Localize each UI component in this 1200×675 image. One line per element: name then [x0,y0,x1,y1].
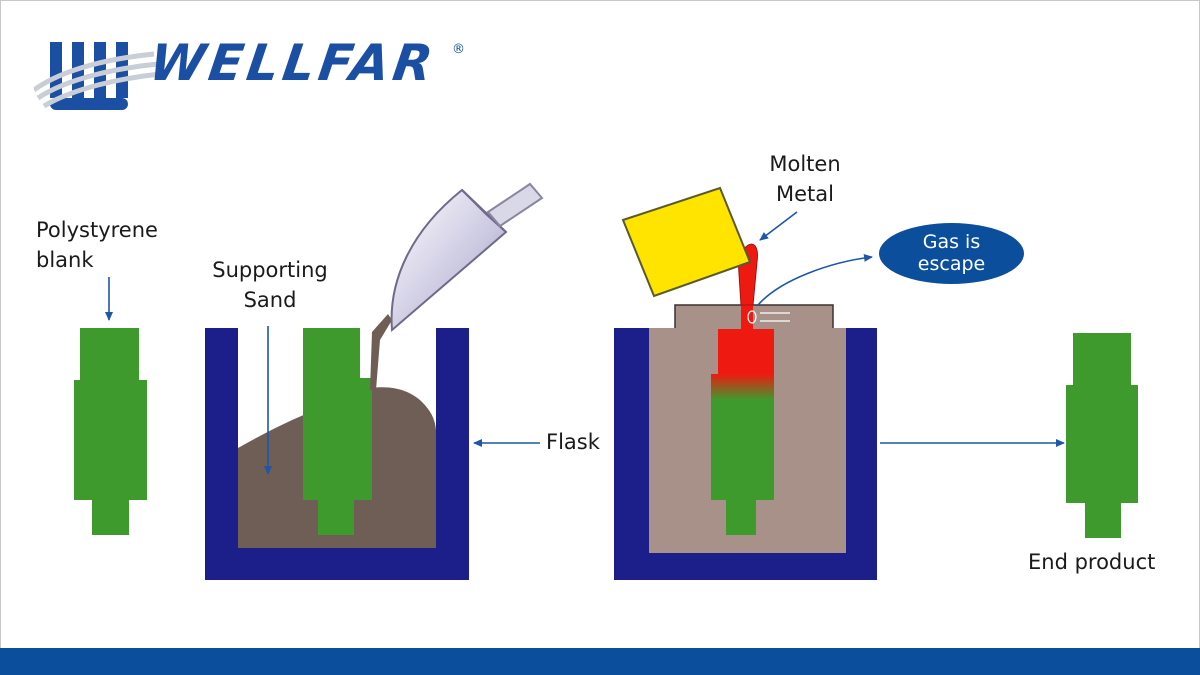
label-polystyrene-line2: blank [36,247,94,272]
melt-front [711,374,774,400]
gas-bubbles [747,310,790,324]
sand-scoop-icon [390,182,544,333]
registered-mark: ® [452,42,465,57]
label-molten-metal: Molten Metal [760,150,850,210]
sand-stream [370,314,392,390]
molten-cavity-top [718,329,774,379]
flask-with-sand [205,314,469,580]
arrow-gas-escape [757,253,873,306]
label-molten-line2: Metal [776,181,834,206]
label-polystyrene-blank: Polystyrene blank [36,216,158,276]
pouring-cup-lid [674,304,834,331]
flask-walls [205,328,469,580]
footer-bar [0,648,1200,675]
label-flask: Flask [546,430,600,454]
label-molten-line1: Molten [769,152,841,176]
pattern-in-flask [303,328,372,535]
mold-flask-walls [614,328,877,580]
wellfar-logo [32,40,474,116]
sprue-channel [741,300,753,332]
label-supporting-line1: Supporting [212,258,328,282]
label-end-product: End product [1028,550,1156,574]
label-supporting-line2: Sand [243,287,297,312]
arrow-molten-metal [759,211,798,241]
pattern-being-replaced [711,374,774,535]
lost-foam-casting-diagram [74,182,1138,580]
label-polystyrene-line1: Polystyrene [36,218,158,242]
pouring-mold [614,300,877,580]
polystyrene-blank-pattern [74,328,147,535]
wellfar-emblem-icon [32,42,161,110]
label-supporting-sand: Supporting Sand [205,256,335,316]
end-product-casting [1066,333,1138,538]
gas-escape-bubble: Gas is escape [879,223,1024,284]
gas-escape-line1: Gas is [922,230,981,253]
ladle-icon [621,186,758,306]
gas-escape-line2: escape [917,252,986,275]
